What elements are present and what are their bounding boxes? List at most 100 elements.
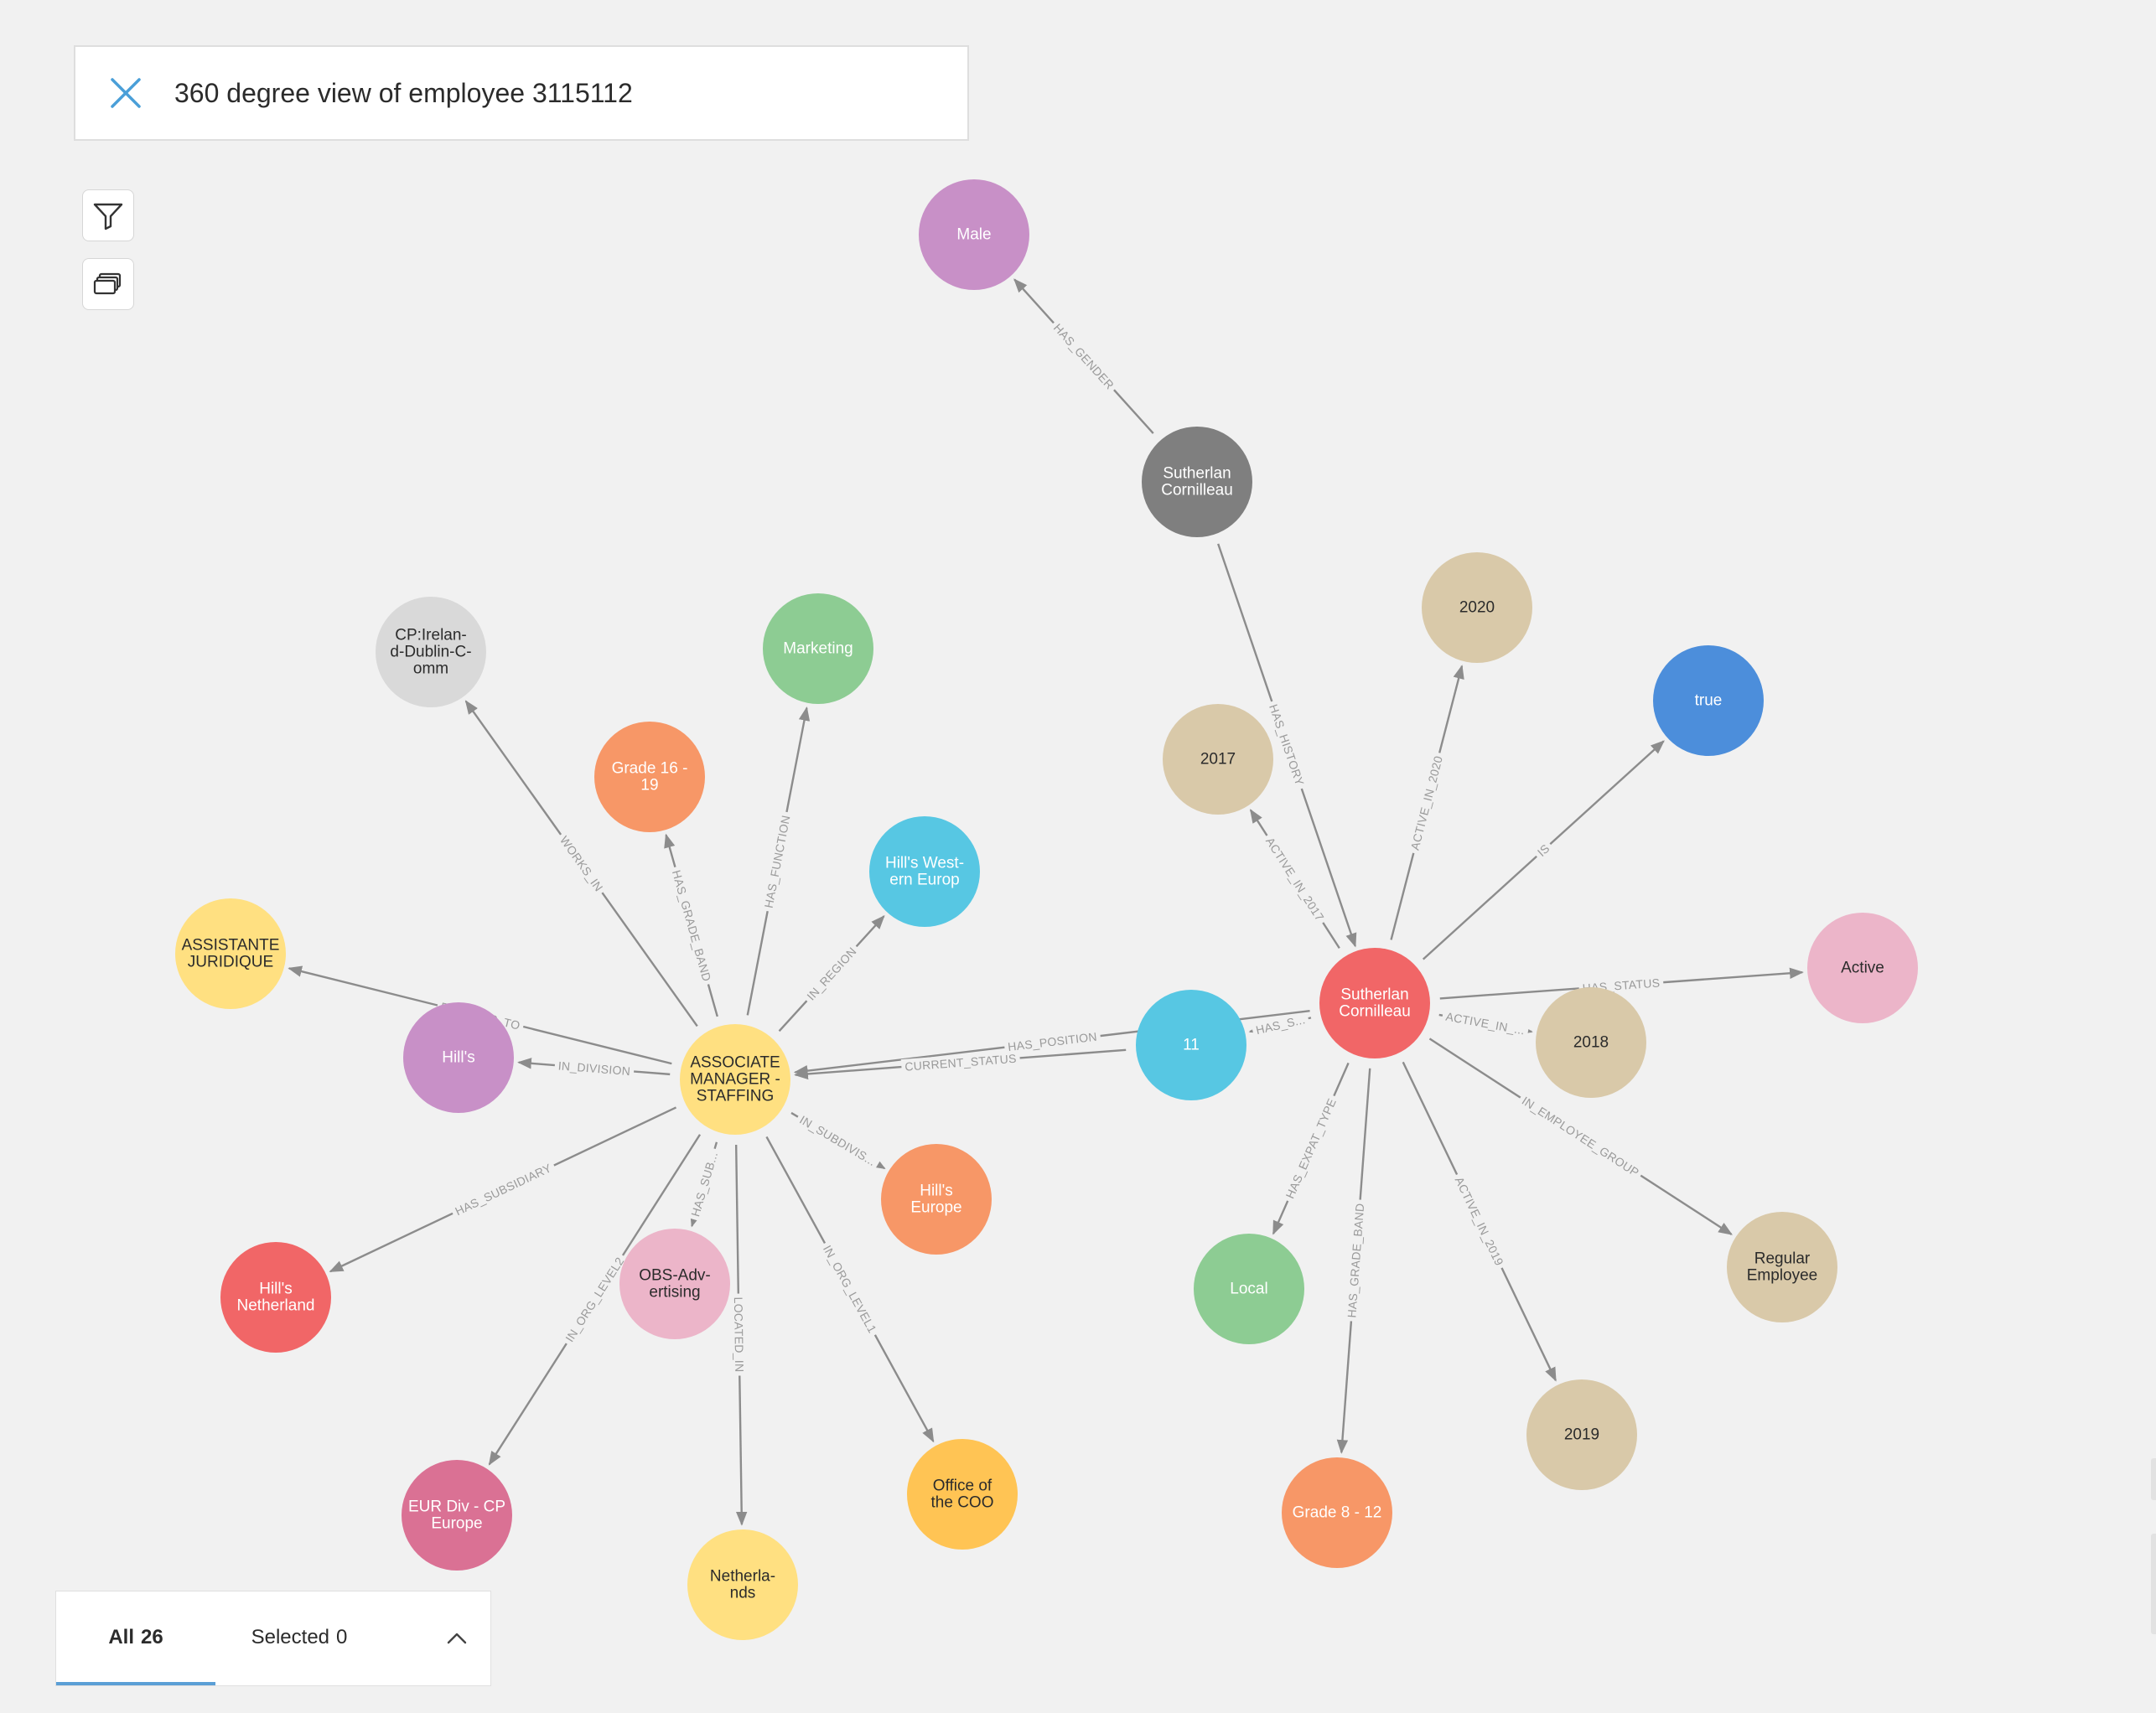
- graph-edge[interactable]: ACTIVE_IN_...: [1438, 1007, 1533, 1039]
- node-label: CP:Irelan-: [395, 627, 467, 644]
- graph-edge[interactable]: HAS_EXPAT_TYPE: [1272, 1062, 1350, 1235]
- graph-node-hills-western[interactable]: Hill's West-ern Europ: [869, 816, 980, 927]
- edge-label: HAS_GRADE_BAND: [1345, 1203, 1366, 1318]
- graph-node-n2018[interactable]: 2018: [1536, 987, 1646, 1098]
- graph-edge[interactable]: ACTIVE_IN_2020: [1390, 665, 1464, 940]
- graph-edge[interactable]: HAS_GENDER: [1013, 278, 1154, 434]
- edge-label-bg: [1280, 1092, 1341, 1204]
- edge-label: HAS_GRADE_BAND: [670, 868, 714, 982]
- graph-node-hills[interactable]: Hill's: [403, 1002, 514, 1113]
- graph-edge[interactable]: HAS_FUNCTION: [746, 706, 811, 1016]
- node-label: Sutherlan: [1163, 465, 1231, 483]
- edge-label: ACTIVE_IN_...: [1444, 1010, 1526, 1038]
- node-label: OBS-Adv-: [639, 1267, 711, 1285]
- node-label: the COO: [931, 1494, 994, 1512]
- graph-node-n2020[interactable]: 2020: [1422, 552, 1532, 663]
- node-label: Sutherlan: [1340, 986, 1408, 1004]
- edge-label: CURRENT_STATUS: [904, 1052, 1017, 1074]
- chevron-up-icon: [447, 1633, 467, 1644]
- node-label: true: [1695, 692, 1723, 710]
- graph-node-active[interactable]: Active: [1807, 913, 1918, 1023]
- graph-node-true[interactable]: true: [1653, 645, 1764, 756]
- graph-node-marketing[interactable]: Marketing: [763, 593, 873, 704]
- graph-edge[interactable]: ACTIVE_IN_2017: [1249, 809, 1340, 950]
- graph-edge[interactable]: CURRENT_STATUS: [794, 1048, 1127, 1080]
- edge-label-bg: [1003, 1028, 1101, 1055]
- node-label: Active: [1841, 960, 1884, 977]
- graph-node-n2019[interactable]: 2019: [1526, 1379, 1637, 1490]
- tab-selected-count: 0: [336, 1626, 348, 1648]
- graph-node-n2017[interactable]: 2017: [1163, 704, 1273, 815]
- graph-node-netherlands[interactable]: Netherla-nds: [687, 1529, 798, 1640]
- edge-label-bg: [1260, 831, 1329, 927]
- side-panel-handle[interactable]: [2151, 1458, 2156, 1500]
- node-label: Netherland: [237, 1297, 315, 1315]
- edge-label-bg: [560, 1251, 630, 1348]
- panel-toggle-button[interactable]: [438, 1620, 475, 1657]
- tab-selected[interactable]: Selected 0: [215, 1591, 383, 1684]
- node-circle: [1422, 552, 1532, 663]
- graph-edge[interactable]: HAS_STATUS: [1439, 967, 1804, 1000]
- node-circle: [869, 816, 980, 927]
- node-label: Europe: [910, 1199, 961, 1217]
- node-label: Marketing: [783, 640, 853, 658]
- graph-edge[interactable]: IS: [1422, 740, 1665, 960]
- node-circle: [1194, 1234, 1304, 1344]
- graph-node-cp-ireland[interactable]: CP:Irelan-d-Dublin-C-omm: [376, 597, 486, 707]
- graph-edge[interactable]: HAS_GRADE_BAND: [1336, 1068, 1371, 1454]
- graph-edge[interactable]: IN_REGION: [778, 914, 885, 1032]
- edge-label-bg: [554, 1058, 635, 1079]
- edge-label: IN_DIVISION: [557, 1058, 631, 1078]
- node-label: 2019: [1564, 1426, 1599, 1444]
- graph-edge[interactable]: IN_SUBDIVIS...: [790, 1110, 886, 1172]
- graph-node-local[interactable]: Local: [1194, 1234, 1304, 1344]
- graph-node-grade1619[interactable]: Grade 16 -19: [594, 722, 705, 832]
- graph-edge[interactable]: IN_DIVISION: [517, 1058, 671, 1079]
- side-panel-handle[interactable]: [2151, 1534, 2156, 1634]
- close-button[interactable]: [94, 61, 158, 125]
- nodes-layer: MaleSutherlanCornilleau2020true2017Suthe…: [175, 179, 1918, 1640]
- filter-button[interactable]: [82, 189, 134, 241]
- node-label: JURIDIQUE: [188, 954, 273, 971]
- graph-node-obs[interactable]: OBS-Adv-ertising: [619, 1229, 730, 1339]
- edge-label-bg: [794, 1110, 882, 1172]
- tab-all[interactable]: All 26: [56, 1591, 215, 1684]
- node-label: Local: [1230, 1281, 1267, 1298]
- node-circle: [1282, 1457, 1392, 1568]
- node-label: Hill's: [442, 1049, 475, 1067]
- graph-title: 360 degree view of employee 3115112: [174, 77, 633, 108]
- layers-button[interactable]: [82, 258, 134, 310]
- graph-edge[interactable]: HAS_SUB...: [687, 1141, 723, 1228]
- graph-node-male[interactable]: Male: [919, 179, 1029, 290]
- node-circle: [881, 1144, 992, 1255]
- node-label: d-Dublin-C-: [390, 644, 471, 661]
- node-circle: [175, 898, 286, 1009]
- edge-label: IN_ORG_LEVEL1: [821, 1243, 879, 1335]
- graph-edge[interactable]: LOCATED_IN: [730, 1144, 748, 1526]
- node-circle: [1536, 987, 1646, 1098]
- edge-label-bg: [667, 865, 716, 986]
- node-circle: [1526, 1379, 1637, 1490]
- node-circle: [687, 1529, 798, 1640]
- edge-label-bg: [1406, 751, 1447, 856]
- edge-label-bg: [900, 1050, 1021, 1075]
- edge-label-bg: [449, 1158, 557, 1220]
- node-label: 2017: [1200, 751, 1236, 769]
- graph-edge[interactable]: HAS_SUBSIDIARY: [329, 1106, 677, 1273]
- graph-node-n11[interactable]: 11: [1136, 990, 1246, 1100]
- edge-label: ACTIVE_IN_2020: [1408, 754, 1445, 851]
- graph-edge[interactable]: HAS_GRADE_BAND: [664, 833, 718, 1017]
- edge-label-bg: [687, 1146, 723, 1222]
- tab-all-indicator: [56, 1682, 215, 1685]
- graph-node-grade812[interactable]: Grade 8 - 12: [1282, 1457, 1392, 1568]
